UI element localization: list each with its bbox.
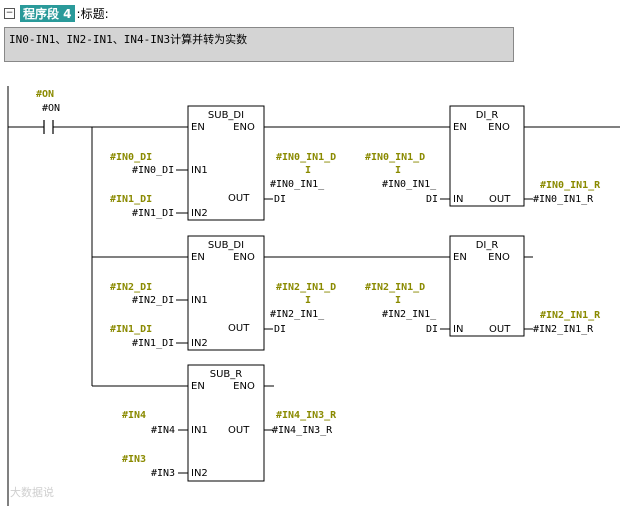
block-in2: IN2: [191, 468, 208, 479]
network-comment[interactable]: IN0-IN1、IN2-IN1、IN4-IN3计算并转为实数: [4, 27, 514, 62]
sub-di-block-2[interactable]: SUB_DI EN ENO IN1 OUT IN2: [187, 235, 265, 351]
out-address-line1[interactable]: #IN2_IN1_: [270, 309, 325, 320]
block-eno: ENO: [488, 122, 510, 133]
block-en: EN: [191, 381, 205, 392]
di-r-block-1[interactable]: DI_R EN ENO IN OUT: [449, 105, 525, 207]
out-symbol: #IN0_IN1_R: [540, 180, 601, 191]
in-address-line1[interactable]: #IN2_IN1_: [382, 309, 437, 320]
in1-address[interactable]: #IN2_DI: [132, 295, 174, 306]
in1-symbol: #IN0_DI: [110, 152, 152, 163]
block-in1: IN1: [191, 295, 208, 306]
block-eno: ENO: [488, 252, 510, 263]
sub-r-block[interactable]: SUB_R EN ENO IN1 OUT IN2: [187, 364, 265, 482]
out-address-line1[interactable]: #IN0_IN1_: [270, 179, 325, 190]
network-label[interactable]: 程序段 4: [20, 4, 75, 22]
block-en: EN: [191, 122, 205, 133]
block-eno: ENO: [233, 122, 255, 133]
block-eno: ENO: [233, 381, 255, 392]
block-name: SUB_DI: [208, 240, 244, 251]
in1-symbol: #IN2_DI: [110, 282, 152, 293]
in1-symbol: #IN4: [122, 410, 146, 421]
out-symbol-line2: I: [305, 295, 311, 306]
in-address-line2[interactable]: DI: [426, 194, 438, 205]
in-symbol-line2: I: [395, 295, 401, 306]
block-out: OUT: [228, 323, 250, 334]
contact-address: #ON: [42, 103, 60, 114]
in-symbol-line1: #IN2_IN1_D: [365, 282, 425, 293]
block-in: IN: [453, 194, 463, 205]
in2-symbol: #IN3: [122, 454, 146, 465]
collapse-icon[interactable]: −: [4, 7, 15, 19]
sub-di-block-1[interactable]: SUB_DI EN ENO IN1 OUT IN2: [187, 105, 265, 221]
block-out: OUT: [228, 193, 250, 204]
block-in1: IN1: [191, 425, 208, 436]
network-header: − 程序段 4 :标题:: [4, 3, 109, 23]
contact-symbol: #ON: [36, 89, 54, 100]
out-address[interactable]: #IN0_IN1_R: [533, 194, 594, 205]
block-in1: IN1: [191, 165, 208, 176]
out-address[interactable]: #IN2_IN1_R: [533, 324, 594, 335]
block-name: SUB_DI: [208, 110, 244, 121]
in2-symbol: #IN1_DI: [110, 194, 152, 205]
block-en: EN: [191, 252, 205, 263]
out-symbol-line2: I: [305, 165, 311, 176]
out-symbol-line1: #IN2_IN1_D: [276, 282, 336, 293]
block-eno: ENO: [233, 252, 255, 263]
in2-symbol: #IN1_DI: [110, 324, 152, 335]
in2-address[interactable]: #IN3: [151, 468, 175, 479]
out-address-line2[interactable]: DI: [274, 194, 286, 205]
block-name: DI_R: [476, 240, 499, 251]
in-symbol-line2: I: [395, 165, 401, 176]
block-en: EN: [453, 252, 467, 263]
block-name: DI_R: [476, 110, 499, 121]
in1-address[interactable]: #IN4: [151, 425, 175, 436]
in-symbol-line1: #IN0_IN1_D: [365, 152, 425, 163]
in2-address[interactable]: #IN1_DI: [132, 208, 174, 219]
out-address[interactable]: #IN4_IN3_R: [272, 425, 333, 436]
in1-address[interactable]: #IN0_DI: [132, 165, 174, 176]
block-out: OUT: [489, 194, 511, 205]
block-en: EN: [453, 122, 467, 133]
di-r-block-2[interactable]: DI_R EN ENO IN OUT: [449, 235, 525, 337]
normally-open-contact[interactable]: [8, 120, 188, 134]
in2-address[interactable]: #IN1_DI: [132, 338, 174, 349]
block-out: OUT: [489, 324, 511, 335]
block-in2: IN2: [191, 208, 208, 219]
network-title-label[interactable]: :标题:: [76, 6, 109, 21]
block-in: IN: [453, 324, 463, 335]
in-address-line2[interactable]: DI: [426, 324, 438, 335]
block-out: OUT: [228, 425, 250, 436]
out-address-line2[interactable]: DI: [274, 324, 286, 335]
in-address-line1[interactable]: #IN0_IN1_: [382, 179, 437, 190]
watermark: 大数据说: [10, 485, 54, 499]
out-symbol: #IN2_IN1_R: [540, 310, 601, 321]
out-symbol: #IN4_IN3_R: [276, 410, 337, 421]
block-name: SUB_R: [210, 369, 243, 380]
out-symbol-line1: #IN0_IN1_D: [276, 152, 336, 163]
block-in2: IN2: [191, 338, 208, 349]
